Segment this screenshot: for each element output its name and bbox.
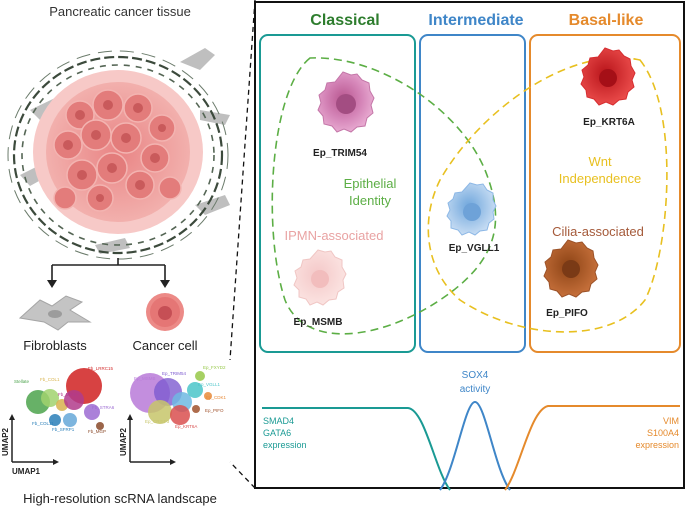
cancer-cell-icon [146,293,184,331]
vim-s100a4-curve [504,405,680,491]
zoom-frame [254,1,685,489]
sox4-label-line2: activity [460,384,491,395]
zoom-line-top [229,0,256,361]
wnt-label-line1: Wnt [588,154,612,169]
epithelial-label-line1: Epithelial [344,176,397,191]
s100a4-label: S100A4 [647,428,679,438]
umap-right-label: Ep_KRT6A [175,424,197,429]
umap-right-label: Ep_TRIM54 [162,371,187,376]
vim-label: VIM [663,416,679,426]
smad4-label: SMAD4 [263,416,294,426]
umap2-label: UMAP2 [1,427,10,456]
gata6-label: GATA6 [263,428,291,438]
cancer-cell-label: Cancer cell [132,338,197,353]
epithelial-identity-region [271,57,497,335]
ep-krt6a-cell [580,47,636,106]
umap-left-label: Fb_MKI67 [58,392,79,397]
sox4-label-line1: SOX4 [462,370,489,381]
umap-left-label: Fb_MGP [88,429,106,434]
wnt-label-line2: Independence [559,171,641,186]
ep-trim54-label: Ep_TRIM54 [313,148,367,159]
intermediate-heading: Intermediate [428,12,523,29]
basal-like-heading: Basal-like [569,12,644,29]
umap1-label: UMAP1 [12,467,41,476]
ep-pifo-label: Ep_PIFO [546,308,588,319]
classical-box [259,34,416,353]
right-expression-label: expression [635,440,679,450]
fibroblast-nucleus [48,310,62,318]
wnt-independence-region [427,57,668,333]
ep-vgll1-cell [446,182,497,236]
left-expression-label: expression [263,440,307,450]
split-arrows [51,258,166,282]
umap-right-label: Ep_FXYD2 [203,365,226,370]
umap-right-label: Ep_PIFO [205,408,224,413]
tumor-tissue-illustration [7,48,230,260]
epithelial-label-line2: Identity [349,193,391,208]
ep-msmb-cell [293,249,347,306]
sox4-curve [439,400,511,491]
ep-vgll1-label: Ep_VGLL1 [449,243,500,254]
tissue-title: Pancreatic cancer tissue [49,4,191,19]
umap-right-label: Ep_MSMB [134,376,156,381]
classical-heading: Classical [310,12,379,29]
intermediate-box [419,34,526,353]
scrna-landscape-title: High-resolution scRNA landscape [23,491,217,506]
umap-right-label: Ep_CRISP3 [145,419,170,424]
ep-trim54-cell [317,71,375,133]
ep-msmb-label: Ep_MSMB [294,317,343,328]
umap-fibroblast: Stellate Fb_COL1 Fb_LRRC15 Fb_COL11 Fb_S… [1,366,115,476]
umap-left-label: Fb_SFRP1 [52,427,75,432]
ep-krt6a-label: Ep_KRT6A [583,117,635,128]
ipmn-label: IPMN-associated [285,228,384,243]
arrow-head-left [47,280,57,288]
umap-right-label: Ep_CDK1 [206,395,227,400]
umap-left-label: Fb_COL11 [32,421,54,426]
fibroblasts-label: Fibroblasts [23,338,87,353]
zoom-line-bottom [229,461,256,489]
umap-left-label: Fb_LRRC15 [88,366,114,371]
arrow-head-right [160,280,170,288]
basal-like-box [529,34,681,353]
umap-right-label: Ep_VGLL1 [198,382,221,387]
umap-left-label: Fb_COL1 [40,377,60,382]
umap-epithelial: Ep_MSMB Ep_TRIM54 Ep_KRT6A Ep_VGLL1 Ep_P… [119,365,227,465]
ep-pifo-cell [543,239,599,298]
umap2-label-right: UMAP2 [119,427,128,456]
cilia-label: Cilia-associated [552,224,644,239]
umap-left-label: Fb_STRA6 [92,405,115,410]
umap-left-label: Stellate [14,379,30,384]
